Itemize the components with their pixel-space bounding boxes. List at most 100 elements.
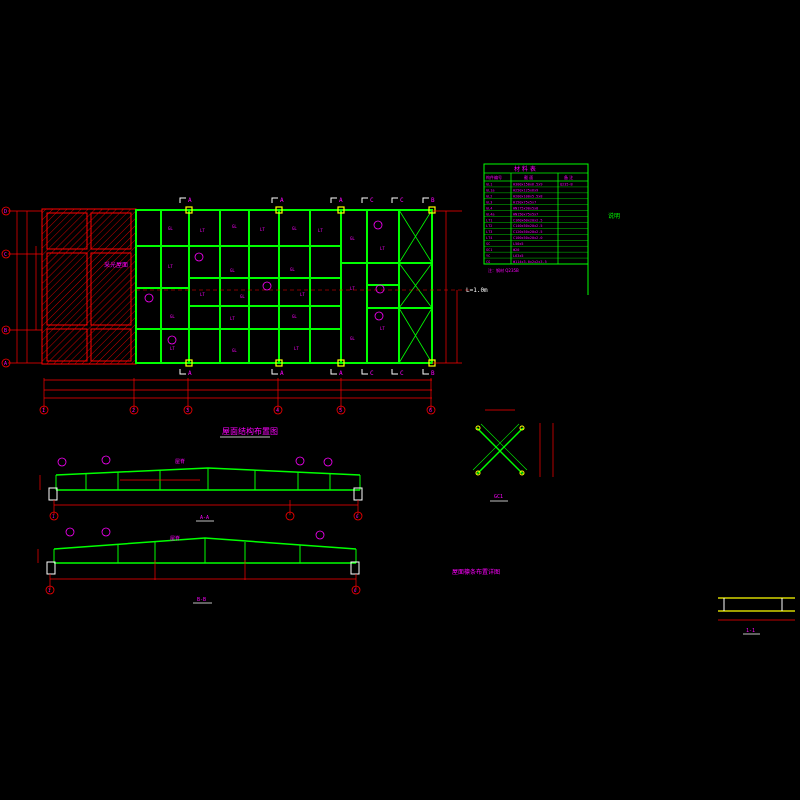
table-rows: GL1 H300x150x6.5x9 Q235-B GL1a H250x125x6x9G… bbox=[484, 183, 588, 265]
section-label: A bbox=[188, 370, 192, 377]
left-dimensions bbox=[8, 210, 42, 364]
plan-right-label: L=1.0m bbox=[466, 287, 488, 294]
table-cell: CG bbox=[486, 260, 490, 264]
table-cell: HN175x90x5x8 bbox=[513, 206, 538, 210]
svg-text:LT: LT bbox=[260, 227, 265, 232]
note-text: 屋面檩条布置详图 bbox=[452, 568, 500, 576]
svg-text:GL: GL bbox=[292, 226, 297, 231]
svg-text:GL: GL bbox=[350, 236, 355, 241]
axis-label: 1 bbox=[48, 588, 51, 593]
elevation-b-ridge: 屋脊 bbox=[170, 535, 180, 542]
section-label: C bbox=[370, 370, 374, 377]
table-cell: C100x50x20x2.0 bbox=[513, 236, 543, 240]
section-label: B bbox=[431, 370, 435, 377]
roof-plan: 采光屋面 bbox=[1, 197, 488, 438]
axis-label: 2 bbox=[132, 408, 135, 414]
right-dimensions bbox=[432, 210, 462, 364]
bottom-axis-bubbles: 1 2 3 4 5 6 bbox=[39, 405, 436, 415]
elevation-b-label: B-B bbox=[197, 597, 206, 603]
svg-text:LT: LT bbox=[170, 346, 175, 351]
svg-text:LT: LT bbox=[294, 346, 299, 351]
svg-text:GL: GL bbox=[292, 314, 297, 319]
svg-text:LT: LT bbox=[380, 326, 385, 331]
axis-label: 3 bbox=[186, 408, 189, 414]
table-cell: LT1 bbox=[486, 218, 492, 222]
table-cell: LT4 bbox=[486, 236, 492, 240]
section-label: B bbox=[431, 197, 435, 204]
section-label: C bbox=[400, 197, 404, 204]
svg-text:LT: LT bbox=[230, 316, 235, 321]
elevation-b: 屋脊 B-B 1 6 bbox=[37, 527, 361, 604]
table-header: 构件编号 bbox=[486, 174, 502, 180]
table-cell: Φ20 bbox=[513, 248, 519, 252]
svg-text:LT: LT bbox=[200, 228, 205, 233]
section-labels-bottom: A A A C C B bbox=[188, 370, 435, 377]
svg-text:LT: LT bbox=[200, 292, 205, 297]
table-footnote: 注：钢材 Q235B bbox=[488, 267, 519, 273]
svg-text:LT: LT bbox=[168, 264, 173, 269]
table-title: 材 料 表 bbox=[514, 165, 536, 173]
bottom-dimensions bbox=[43, 378, 432, 410]
axis-label: D bbox=[4, 209, 7, 215]
table-cell: C160x60x20x2.5 bbox=[513, 218, 543, 222]
beam-annotations: GL LT GL LT GL LT LT GL GL LT GL LT GL LT GL LT GL L… bbox=[168, 224, 385, 353]
section-label: A bbox=[280, 370, 284, 377]
table-cell: H250x125x6x9 bbox=[513, 189, 538, 193]
svg-text:LT: LT bbox=[380, 246, 385, 251]
table-cell: H200x100x5.5x8 bbox=[513, 195, 543, 199]
table-cell: C120x50x20x2.5 bbox=[513, 230, 543, 234]
table-cell: GL2 bbox=[486, 195, 492, 199]
section-label: C bbox=[370, 197, 374, 204]
section-marks-top bbox=[179, 197, 429, 203]
axis-label: 6 bbox=[354, 588, 357, 593]
table-cell: H150x75x5x7 bbox=[513, 201, 536, 205]
svg-text:GL: GL bbox=[232, 224, 237, 229]
table-cell: Φ114x3.0x2x2x3.5 bbox=[513, 260, 547, 264]
table-cell: GL4 bbox=[486, 206, 492, 210]
svg-text:GL: GL bbox=[170, 314, 175, 319]
section-label: A bbox=[339, 370, 343, 377]
plan-title: 屋面结构布置图 bbox=[222, 426, 278, 436]
gc1-detail: GC1 bbox=[472, 409, 554, 502]
axis-label: 4 bbox=[276, 408, 279, 414]
elevation-a-label: A-A bbox=[200, 515, 209, 521]
svg-text:GL: GL bbox=[232, 348, 237, 353]
side-note: 说明 bbox=[608, 212, 620, 220]
left-axis-bubbles: D C B A bbox=[1, 206, 11, 368]
table-cell: LT2 bbox=[486, 224, 492, 228]
section-label: A bbox=[188, 197, 192, 204]
table-cell: GL1 bbox=[486, 183, 492, 187]
svg-text:GL: GL bbox=[240, 294, 245, 299]
table-cell: GL3 bbox=[486, 201, 492, 205]
beam-grid bbox=[135, 209, 433, 364]
table-cell: YC bbox=[486, 254, 490, 258]
table-cell: GL1a bbox=[486, 189, 494, 193]
node-label: 1-1 bbox=[746, 628, 755, 634]
axis-label: 5 bbox=[339, 408, 342, 414]
svg-text:GL: GL bbox=[168, 226, 173, 231]
table-cell: GC1 bbox=[486, 248, 492, 252]
section-label: A bbox=[280, 197, 284, 204]
table-cell: Q235-B bbox=[560, 183, 573, 187]
table-cell: H300x150x6.5x9 bbox=[513, 183, 543, 187]
table-cell: SC bbox=[486, 242, 490, 246]
svg-text:GL: GL bbox=[230, 268, 235, 273]
elevation-a: 屋脊 A-A 1 6 bbox=[39, 455, 363, 522]
detail-callouts bbox=[144, 220, 385, 345]
axis-label: A bbox=[4, 361, 7, 367]
table-cell: GL4a bbox=[486, 212, 494, 216]
table-header: 备 注 bbox=[564, 174, 573, 180]
x-bracing bbox=[398, 209, 433, 364]
axis-label: 1 bbox=[52, 514, 55, 519]
hatch-label: 采光屋面 bbox=[104, 261, 128, 269]
skylight-hatch-area: 采光屋面 bbox=[41, 208, 137, 365]
svg-text:LT: LT bbox=[350, 286, 355, 291]
section-label: A bbox=[339, 197, 343, 204]
svg-text:GL: GL bbox=[350, 336, 355, 341]
table-cell: C140x50x20x2.5 bbox=[513, 224, 543, 228]
gc1-label: GC1 bbox=[494, 494, 503, 500]
axis-label: 6 bbox=[356, 514, 359, 519]
table-cell: LT3 bbox=[486, 230, 492, 234]
